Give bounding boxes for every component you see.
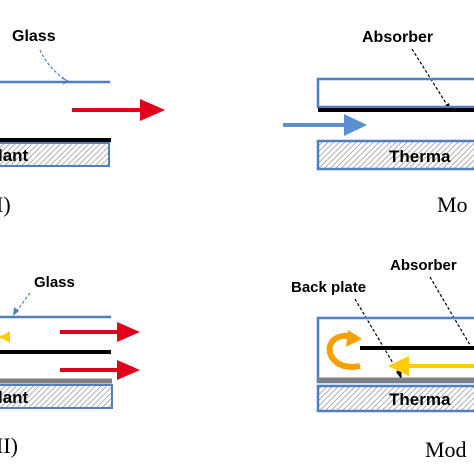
glass-duct bbox=[316, 77, 474, 109]
thermal-label: Therma bbox=[389, 147, 451, 166]
thermal-label: Therma bbox=[389, 390, 451, 409]
glass-pointer bbox=[15, 292, 31, 313]
orange-recirculation-curve bbox=[326, 333, 361, 370]
yellow-arrow-head bbox=[0, 331, 10, 343]
absorber-label: Absorber bbox=[390, 257, 457, 274]
glass-pointer-head bbox=[13, 307, 19, 316]
absorber-pointer bbox=[429, 276, 471, 346]
panel-bottom-left: Glass lant II) bbox=[0, 274, 140, 458]
mode-label-top-left: I) bbox=[0, 192, 11, 217]
yellow-arrow-head bbox=[388, 356, 409, 376]
plant-box bbox=[0, 384, 113, 409]
back-plate-label: Back plate bbox=[291, 279, 366, 296]
thermal-box bbox=[316, 139, 474, 171]
plant-label: lant bbox=[0, 388, 29, 407]
absorber-label: Absorber bbox=[362, 29, 433, 46]
blue-arrow-head bbox=[344, 114, 367, 136]
panel-top-right: Absorber Therma Mo bbox=[283, 29, 474, 217]
glass-label: Glass bbox=[12, 28, 56, 45]
mode-label-top-right: Mo bbox=[437, 192, 468, 217]
thermal-box bbox=[316, 384, 474, 413]
absorber-pointer bbox=[411, 48, 450, 109]
red-arrow-lower-head bbox=[117, 360, 140, 380]
mode-label-bottom-right: Mod bbox=[425, 437, 467, 462]
plant-box bbox=[0, 142, 110, 167]
panel-bottom-right: Absorber Back plate Therma Mod bbox=[291, 257, 474, 462]
red-arrow-head bbox=[140, 99, 165, 121]
red-arrow-upper-head bbox=[117, 322, 140, 342]
glass-label: Glass bbox=[34, 274, 75, 291]
plant-label: lant bbox=[0, 146, 29, 165]
orange-recirculation-head bbox=[346, 330, 362, 347]
panel-top-left: Glass lant I) bbox=[0, 28, 165, 217]
mode-label-bottom-left: II) bbox=[0, 433, 18, 458]
glass-pointer bbox=[39, 49, 67, 81]
